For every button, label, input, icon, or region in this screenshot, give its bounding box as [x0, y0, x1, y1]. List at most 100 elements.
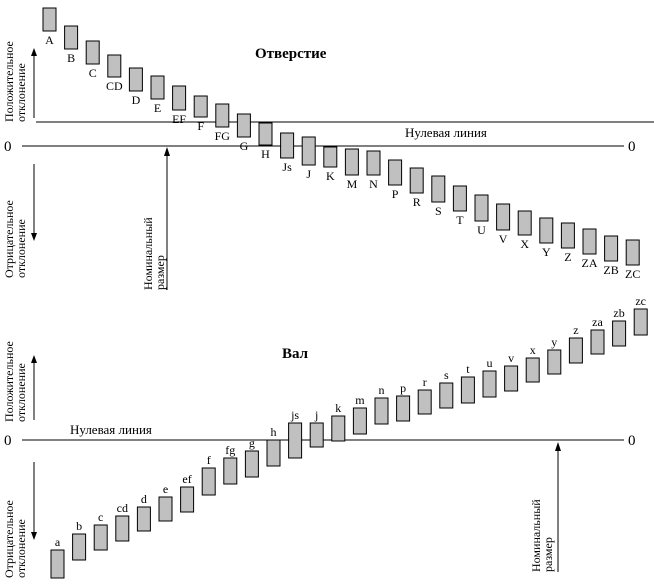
hole-field-label-6: EF [172, 112, 186, 126]
shaft-field-label-25: za [592, 315, 603, 329]
hole-zero-right: 0 [628, 139, 636, 155]
hole-field-label-2: C [89, 66, 97, 80]
hole-field-box-2 [85, 40, 100, 65]
hole-field-label-26: ZB [603, 263, 618, 277]
shaft-field-box-26 [612, 320, 627, 347]
shaft-zero-line-label: Нулевая линия [70, 422, 152, 437]
hole-zero-line-label: Нулевая линия [405, 125, 487, 140]
shaft-field-label-14: m [355, 393, 365, 407]
hole-field-label-12: J [306, 167, 311, 181]
hole-field-box-9 [236, 113, 251, 138]
shaft-field-label-17: r [423, 375, 427, 389]
shaft-field-label-16: p [400, 381, 406, 395]
shaft-field-box-25 [590, 329, 605, 355]
hole-field-box-20 [474, 194, 489, 222]
hole-field-box-17 [409, 167, 424, 194]
hole-field-label-21: V [499, 232, 508, 246]
shaft-field-label-12: j [314, 408, 318, 422]
shaft-field-label-26: zb [613, 306, 624, 320]
shaft-field-label-15: n [379, 383, 385, 397]
hole-field-box-11 [280, 132, 295, 159]
shaft-field-box-16 [396, 395, 411, 422]
hole-field-label-18: S [435, 204, 442, 218]
shaft-zero-right: 0 [628, 433, 636, 449]
shaft-negative-arrowhead [31, 532, 37, 540]
shaft-field-label-11: js [290, 408, 299, 422]
shaft-field-label-20: u [487, 356, 493, 370]
shaft-negative-label-2: отклонение [14, 519, 28, 578]
shaft-field-box-8 [223, 457, 238, 485]
hole-field-label-22: X [520, 237, 529, 251]
hole-field-label-1: B [67, 51, 75, 65]
shaft-field-box-12 [309, 422, 324, 448]
shaft-negative-label-1: Отрицательное [2, 500, 16, 578]
hole-field-box-1 [64, 25, 79, 50]
shaft-field-label-4: d [141, 492, 147, 506]
hole-field-label-20: U [477, 223, 486, 237]
hole-field-box-16 [388, 159, 403, 186]
hole-field-box-26 [604, 235, 619, 262]
shaft-field-box-1 [72, 533, 87, 561]
shaft-field-box-22 [525, 357, 540, 383]
shaft-field-box-2 [93, 524, 108, 551]
hole-field-box-15 [366, 150, 381, 176]
shaft-field-box-11 [288, 422, 303, 459]
shaft-field-label-23: y [551, 335, 557, 349]
shaft-field-box-19 [460, 376, 475, 404]
shaft-field-box-5 [158, 496, 173, 522]
hole-field-box-7 [193, 95, 208, 118]
shaft-field-box-13 [331, 415, 346, 442]
shaft-field-label-10: h [271, 425, 277, 439]
hole-positive-arrowhead [31, 48, 37, 56]
shaft-section: Вал 0 0 Нулевая линия Положительное откл… [2, 294, 648, 579]
hole-field-label-27: ZC [625, 267, 640, 281]
shaft-nominal-label-2: размер [541, 537, 555, 572]
shaft-nominal-label-1: Номинальный [529, 499, 543, 572]
shaft-field-box-24 [568, 337, 583, 364]
shaft-positive-label-1: Положительное [2, 341, 16, 422]
hole-field-box-25 [582, 228, 597, 255]
shaft-field-label-2: c [98, 510, 103, 524]
hole-positive-label-2: отклонение [14, 63, 28, 122]
hole-negative-label-1: Отрицательное [2, 200, 16, 278]
shaft-field-label-8: fg [225, 443, 235, 457]
hole-field-box-24 [560, 222, 575, 249]
hole-field-label-23: Y [542, 245, 551, 259]
hole-field-label-10: H [261, 147, 270, 161]
shaft-field-box-17 [417, 389, 432, 415]
hole-field-box-6 [172, 85, 187, 111]
shaft-field-box-20 [482, 370, 497, 398]
hole-field-label-8: FG [215, 129, 231, 143]
hole-field-label-16: P [392, 187, 399, 201]
hole-field-label-19: T [456, 213, 464, 227]
hole-field-box-13 [323, 146, 338, 168]
shaft-field-label-19: t [466, 362, 470, 376]
hole-field-box-8 [215, 103, 230, 128]
shaft-field-label-27: zc [635, 294, 646, 308]
hole-field-box-22 [517, 210, 532, 236]
hole-field-box-10 [258, 122, 273, 146]
shaft-field-label-9: g [249, 436, 255, 450]
shaft-field-box-7 [201, 467, 216, 496]
hole-positive-label-1: Положительное [2, 41, 16, 122]
hole-field-box-12 [301, 136, 316, 166]
shaft-field-box-21 [504, 365, 519, 392]
hole-field-label-17: R [413, 195, 421, 209]
shaft-field-label-22: x [530, 343, 536, 357]
hole-nominal-label-2: размер [153, 255, 167, 290]
shaft-field-box-27 [633, 308, 648, 336]
hole-field-box-4 [128, 67, 143, 92]
shaft-positive-label-2: отклонение [14, 363, 28, 422]
hole-field-label-5: E [154, 101, 161, 115]
shaft-field-label-7: f [207, 453, 211, 467]
hole-field-label-7: F [197, 119, 204, 133]
hole-field-label-0: A [45, 33, 54, 47]
shaft-field-label-6: ef [182, 472, 191, 486]
hole-nominal-arrowhead [164, 147, 170, 156]
shaft-field-box-14 [352, 407, 367, 435]
hole-field-label-24: Z [564, 250, 571, 264]
hole-field-box-3 [107, 54, 122, 78]
